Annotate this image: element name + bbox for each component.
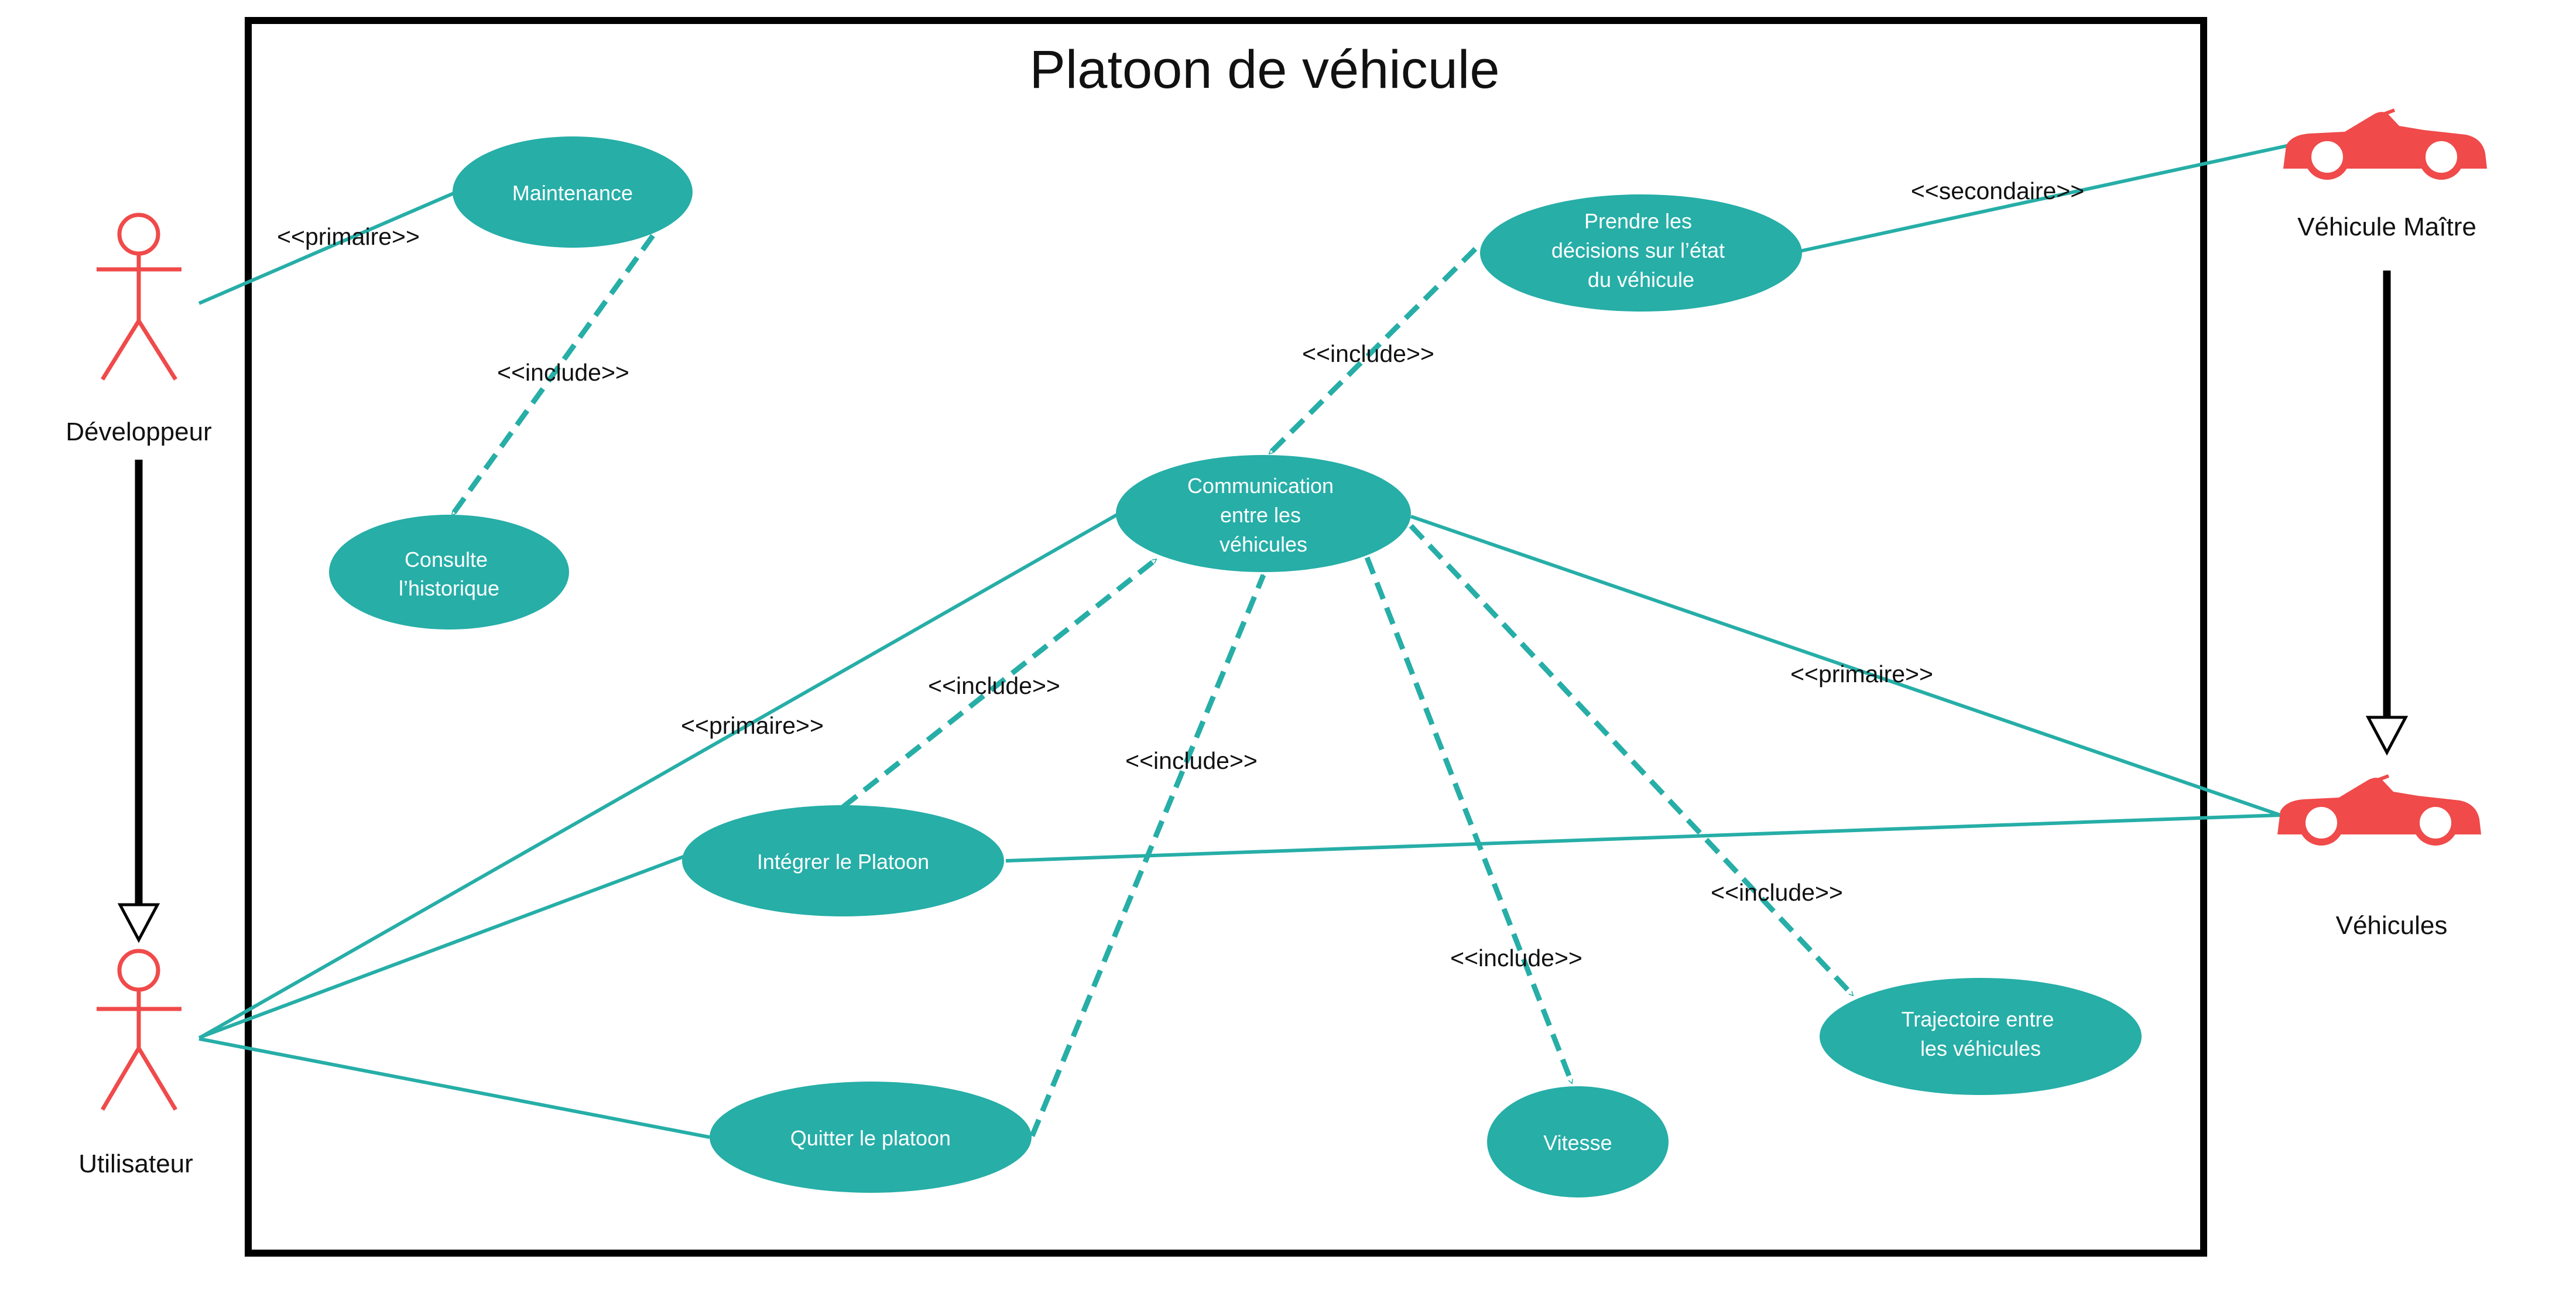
stick-figure-icon — [97, 949, 181, 1111]
usecase-communication[interactable]: Communication entre les véhicules — [1116, 455, 1411, 572]
svg-text:Utilisateur: Utilisateur — [78, 1149, 193, 1178]
include-maintenance-history — [450, 212, 671, 517]
car-icon — [2277, 774, 2481, 846]
actor-developer[interactable]: Développeur — [66, 213, 212, 446]
label-include-decisions: <<include>> — [1302, 340, 1434, 367]
label-include-speed: <<include>> — [1450, 945, 1582, 971]
usecase-speed[interactable]: Vitesse — [1487, 1086, 1669, 1197]
assoc-user-quit — [198, 1037, 710, 1139]
svg-text:Communication entre les: Communication entre les véhicules — [1187, 474, 1340, 556]
label-include-quit: <<include>> — [1125, 747, 1258, 774]
svg-text:Prendre les décisions su: Prendre les décisions sur l’état du véhi… — [1551, 209, 1731, 292]
label-include-integrate: <<include>> — [928, 672, 1060, 699]
assoc-decisions-master — [1791, 142, 2298, 255]
svg-text:Véhicule Maître: Véhicule Maître — [2297, 213, 2476, 241]
generalization-master-vehicles — [2365, 271, 2409, 756]
car-icon — [2283, 108, 2487, 180]
label-include-trajectory: <<include>> — [1711, 879, 1843, 906]
actor-master-vehicle[interactable]: Véhicule Maître — [2283, 108, 2487, 241]
usecase-integrate-platoon[interactable]: Intégrer le Platoon — [682, 805, 1004, 916]
include-quit-communication — [1029, 575, 1266, 1137]
usecase-decisions[interactable]: Prendre les décisions sur l’état du véhi… — [1480, 194, 1802, 312]
svg-text:Trajectoire entre les vé: Trajectoire entre les véhicules — [1902, 1007, 2060, 1060]
label-primary-vehicles: <<primaire>> — [1790, 661, 1933, 687]
svg-text:Quitter le platoon: Quitter le platoon — [790, 1126, 951, 1150]
actor-user[interactable]: Utilisateur — [78, 949, 193, 1178]
svg-text:Intégrer le Platoon: Intégrer le Platoon — [757, 850, 929, 874]
include-communication-trajectory — [1409, 524, 1855, 998]
generalization-developer-user — [117, 460, 160, 943]
usecase-maintenance[interactable]: Maintenance — [453, 136, 693, 248]
svg-text:Consulte l’historique: Consulte l’historique — [399, 548, 499, 600]
svg-text:Vitesse: Vitesse — [1543, 1131, 1612, 1155]
usecase-trajectory[interactable]: Trajectoire entre les véhicules — [1820, 978, 2142, 1095]
assoc-integrate-vehicles — [1005, 813, 2281, 863]
include-decisions-communication — [1267, 247, 1478, 456]
svg-text:Développeur: Développeur — [66, 418, 212, 446]
include-integrate-communication — [841, 557, 1158, 809]
label-include-maintenance: <<include>> — [497, 359, 629, 386]
label-secondary-master: <<secondaire>> — [1911, 177, 2084, 204]
usecase-quit-platoon[interactable]: Quitter le platoon — [710, 1082, 1032, 1193]
assoc-developer-maintenance — [198, 191, 455, 305]
actor-vehicles[interactable]: Véhicules — [2277, 774, 2481, 940]
svg-text:Maintenance: Maintenance — [512, 181, 633, 205]
assoc-communication-vehicles — [1410, 515, 2281, 817]
include-communication-speed — [1364, 556, 1575, 1083]
assoc-user-communication — [201, 511, 1122, 1038]
label-primary-user: <<primaire>> — [681, 712, 824, 739]
assoc-user-integrate — [198, 854, 686, 1039]
diagram-title: Platoon de véhicule — [1029, 40, 1499, 100]
system-boundary — [245, 17, 2207, 1257]
svg-text:Véhicules: Véhicules — [2336, 911, 2448, 940]
label-primary-developer: <<primaire>> — [277, 223, 420, 250]
usecase-consult-history[interactable]: Consulte l’historique — [329, 515, 569, 629]
stick-figure-icon — [97, 213, 181, 381]
